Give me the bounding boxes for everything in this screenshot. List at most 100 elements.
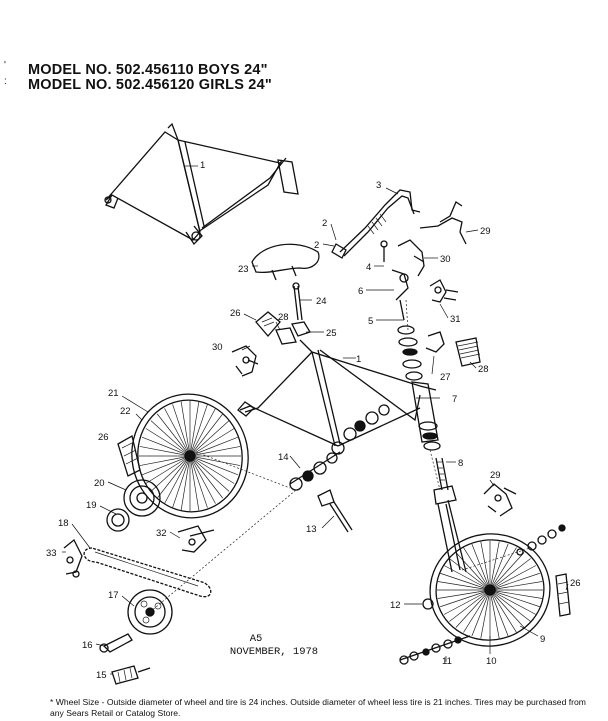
axle-nut-drawing (422, 598, 434, 610)
label-part-29-top: 29 (480, 226, 491, 237)
label-part-4: 4 (366, 262, 371, 273)
freewheel-drawing (106, 479, 161, 532)
spoke (489, 541, 500, 591)
spoke (489, 552, 525, 591)
spoke (489, 543, 509, 591)
spoke (189, 408, 216, 457)
spoke (156, 413, 191, 457)
handlebar-drawing (331, 189, 421, 321)
spoke (449, 589, 491, 622)
spoke (189, 455, 208, 508)
spoke (489, 558, 531, 591)
label-part-9: 9 (540, 634, 545, 645)
label-part-26-right: 26 (570, 578, 581, 589)
front-axle-drawing (399, 635, 471, 665)
label-part-30-left: 30 (212, 342, 223, 353)
spoke (489, 589, 537, 615)
label-part-7: 7 (452, 394, 457, 405)
spoke (455, 589, 491, 628)
model-title-boys: MODEL NO. 502.456110 BOYS 24" (28, 62, 268, 78)
projection-lines (149, 299, 531, 613)
label-part-28-mid: 28 (278, 312, 289, 323)
spoke (145, 428, 191, 457)
label-part-33: 33 (46, 548, 57, 559)
label-part-8: 8 (458, 458, 463, 469)
label-part-12: 12 (390, 600, 401, 611)
spoke (449, 558, 491, 591)
spoke (463, 589, 491, 633)
wheel-size-footnote: * Wheel Size - Outside diameter of wheel… (50, 697, 586, 718)
fork-drawing (433, 485, 467, 573)
spoke (189, 455, 235, 484)
spoke (489, 589, 500, 639)
spoke (189, 455, 241, 466)
spoke (139, 446, 191, 457)
spoke (189, 455, 224, 499)
label-part-25: 25 (326, 328, 337, 339)
spoke (180, 455, 191, 511)
spoke (164, 408, 191, 457)
label-part-2-top: 2 (322, 218, 327, 229)
rear-reflector-left (117, 435, 141, 477)
front-reflector-drawing (555, 573, 571, 617)
label-part-11: 11 (442, 656, 452, 667)
spoke (489, 589, 525, 628)
label-part-18: 18 (58, 518, 69, 529)
spoke (139, 455, 191, 466)
spoke (471, 543, 491, 591)
label-part-24: 24 (316, 296, 327, 307)
saddle-drawing (251, 243, 320, 337)
label-part-26-left: 26 (98, 432, 109, 443)
spoke (164, 455, 191, 504)
margin-mark: : (4, 76, 7, 87)
label-part-17: 17 (108, 590, 119, 601)
spoke (189, 455, 239, 476)
label-part-2-low: 2 (314, 240, 319, 251)
spoke (180, 401, 191, 457)
spoke (443, 589, 491, 615)
small-parts-right (425, 331, 481, 367)
spoke (141, 455, 191, 476)
spoke (145, 455, 191, 484)
crank-pedal-drawing (99, 633, 151, 685)
spoke (189, 428, 235, 457)
spoke (189, 436, 239, 457)
spoke (150, 455, 191, 492)
spoke (489, 589, 540, 608)
label-part-31: 31 (450, 314, 461, 325)
label-part-21: 21 (108, 388, 119, 399)
spoke (489, 581, 543, 591)
spoke (489, 565, 537, 591)
rear-wheel-drawing (131, 393, 249, 519)
spoke (172, 455, 191, 508)
shifter-drawing (429, 279, 459, 303)
crank-bearing-drawing (289, 404, 390, 491)
label-part-19: 19 (86, 500, 97, 511)
label-part-22: 22 (120, 406, 131, 417)
spoke (189, 446, 241, 457)
rear-caliper-drawing (231, 345, 259, 377)
front-derailleur-drawing (177, 525, 215, 553)
spoke (189, 455, 216, 504)
spoke (489, 589, 531, 622)
spoke (440, 589, 491, 608)
label-part-30-top: 30 (440, 254, 451, 265)
boys-frame-drawing (104, 122, 299, 246)
spoke (172, 404, 191, 457)
label-part-16: 16 (82, 640, 93, 651)
drawing-date: NOVEMBER, 1978 (229, 646, 319, 658)
spoke (437, 589, 491, 599)
label-part-1-mid: 1 (356, 354, 361, 365)
spoke (489, 589, 517, 633)
label-part-14: 14 (278, 452, 289, 463)
girls-frame-drawing (237, 339, 439, 455)
spoke (480, 541, 491, 591)
label-part-32: 32 (156, 528, 167, 539)
brake-lever-drawing (397, 201, 467, 277)
rear-derailleur-drawing (63, 538, 83, 578)
label-part-29-low: 29 (490, 470, 501, 481)
label-part-3: 3 (376, 180, 381, 191)
spoke (440, 572, 491, 591)
label-part-1-top: 1 (200, 160, 205, 171)
